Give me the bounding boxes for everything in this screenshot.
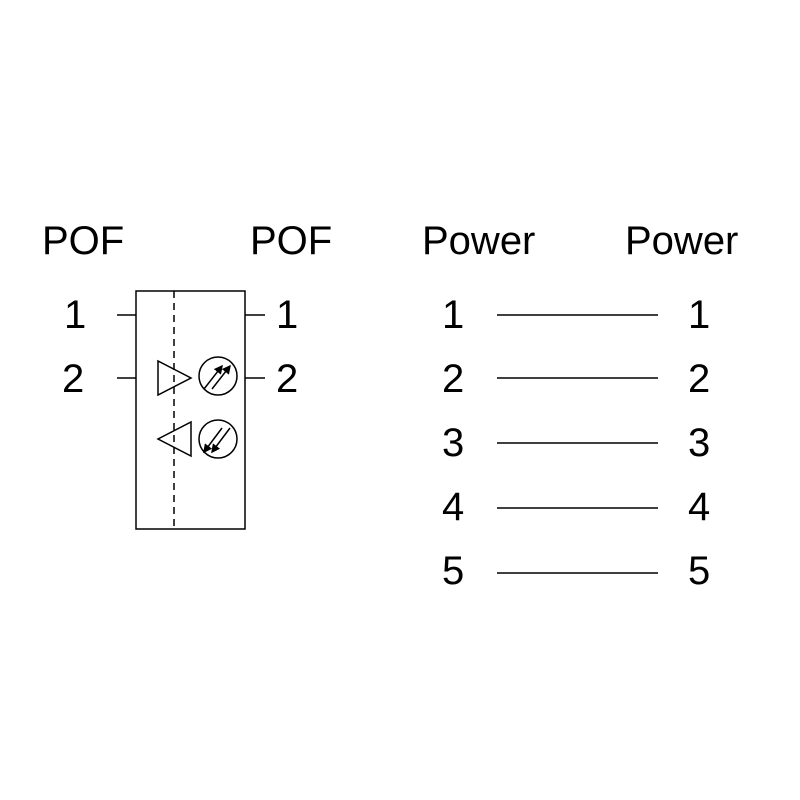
triangle-left-icon: [156, 420, 192, 458]
pof-right-pin-2: 2: [276, 357, 298, 401]
pof-left-pin-2: 2: [62, 357, 84, 401]
pof-right-pin-1: 1: [276, 293, 298, 337]
power-left-pin-1: 1: [442, 293, 464, 337]
power-left-pin-5: 5: [442, 549, 464, 593]
power-right-pin-2: 2: [688, 357, 710, 401]
power-right-pin-5: 5: [688, 549, 710, 593]
power-left-pin-4: 4: [442, 485, 464, 529]
power-right-pin-4: 4: [688, 485, 710, 529]
power-right-header: Power: [625, 219, 738, 263]
pof-connector-box: [135, 290, 246, 530]
circle-arrows-in-icon: [198, 419, 238, 459]
pof-left-pin-1: 1: [64, 293, 86, 337]
pof-right-header: POF: [250, 219, 332, 263]
triangle-right-icon: [157, 359, 193, 397]
power-right-pin-3: 3: [688, 421, 710, 465]
power-left-header: Power: [422, 219, 535, 263]
pof-left-header: POF: [42, 219, 124, 263]
power-right-pin-1: 1: [688, 293, 710, 337]
power-left-pin-2: 2: [442, 357, 464, 401]
power-left-pin-3: 3: [442, 421, 464, 465]
circle-arrows-out-icon: [198, 356, 238, 396]
